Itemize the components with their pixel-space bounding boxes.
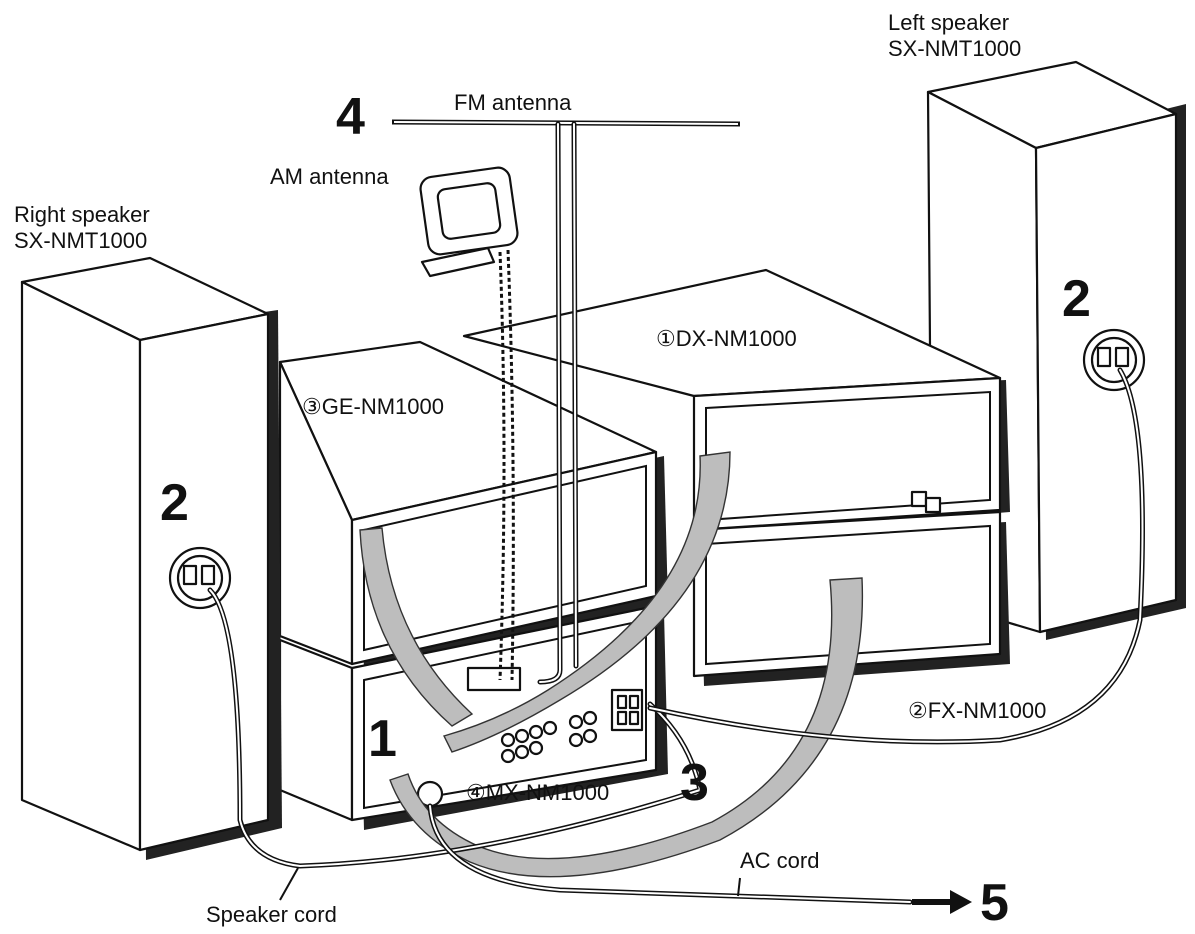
left-speaker-name-label: Left speaker	[888, 10, 1009, 35]
am-antenna-label: AM antenna	[270, 164, 389, 189]
fx-unit-label: ②FX-NM1000	[908, 698, 1046, 723]
step-2-left-number: 2	[1062, 270, 1091, 328]
dx-unit	[462, 268, 1010, 536]
right-speaker-name-label: Right speaker	[14, 202, 150, 227]
step-1-number: 1	[368, 710, 397, 768]
fm-antenna-label: FM antenna	[454, 90, 572, 115]
ac-cord	[427, 803, 913, 905]
right-speaker-model-label: SX-NMT1000	[14, 228, 147, 253]
speaker-cord-label: Speaker cord	[206, 902, 337, 927]
left-speaker-terminal	[1082, 328, 1146, 392]
ac-cord-label: AC cord	[740, 848, 819, 873]
ge-unit-label: ③GE-NM1000	[302, 394, 444, 419]
right-speaker	[20, 256, 282, 860]
fm-antenna	[391, 119, 741, 685]
step-5-number: 5	[980, 874, 1009, 932]
am-antenna	[419, 166, 519, 681]
ribbon-cables	[359, 451, 864, 878]
right-speaker-terminal	[168, 546, 232, 610]
arrow-to-step-5	[912, 890, 972, 914]
mx-unit-label: ④MX-NM1000	[466, 780, 609, 805]
step-3-number: 3	[680, 754, 709, 812]
mx-unit-jacks	[500, 710, 598, 764]
ge-unit	[278, 340, 668, 672]
dx-unit-label: ①DX-NM1000	[656, 326, 797, 351]
step-2-right-number: 2	[160, 474, 189, 532]
left-speaker-model-label: SX-NMT1000	[888, 36, 1021, 61]
speaker-cords	[207, 367, 1145, 901]
step-4-number: 4	[336, 88, 365, 146]
